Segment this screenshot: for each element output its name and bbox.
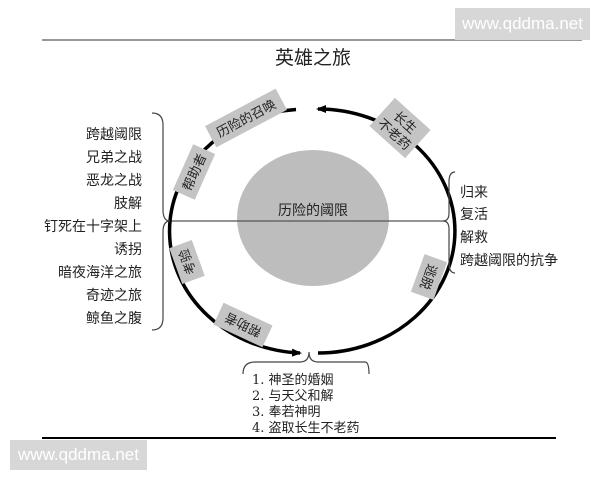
left-list-item: 奇迹之旅 [86, 287, 142, 304]
center-label: 历险的阈限 [278, 203, 348, 219]
right-list-item: 归来 [460, 184, 488, 201]
bottom-list: 1. 神圣的婚姻 2. 与天父和解 3. 奉若神明 4. 盗取长生不老药 [252, 372, 360, 436]
stage-trials: 考验 [169, 240, 205, 284]
left-list-item: 暗夜海洋之旅 [58, 265, 142, 281]
right-list-item: 跨越阈限的抗争 [460, 253, 558, 269]
bottom-brace [242, 351, 370, 375]
stage-flight: 逃脱 [410, 254, 448, 300]
right-list-item: 解救 [460, 230, 488, 246]
left-list-item: 兄弟之战 [86, 150, 142, 166]
bottom-list-item: 2. 与天父和解 [252, 389, 334, 404]
left-list-item: 跨越阈限 [86, 127, 142, 143]
left-list-item: 诱拐 [114, 242, 142, 258]
left-list-item: 恶龙之战 [86, 173, 142, 189]
bottom-list-item: 1. 神圣的婚姻 [252, 372, 334, 388]
right-brace [442, 171, 456, 274]
watermark-bottom: www.qddma.net [10, 440, 147, 470]
title: 英雄之旅 [275, 47, 351, 69]
bottom-list-item: 4. 盗取长生不老药 [252, 420, 360, 436]
left-brace [151, 112, 171, 331]
left-list: 跨越阈限 兄弟之战 恶龙之战 肢解 钉死在十字架上 诱拐 暗夜海洋之旅 奇迹之旅… [44, 127, 142, 327]
stage-helper-top: 帮助者 [172, 144, 216, 200]
left-list-item: 鲸鱼之腹 [86, 310, 142, 327]
watermark-top: www.qddma.net [455, 8, 590, 40]
left-list-item: 肢解 [114, 196, 142, 212]
bottom-list-item: 3. 奉若神明 [252, 404, 321, 420]
right-list-item: 复活 [460, 206, 488, 223]
stage-call: 历险的召唤 [205, 88, 287, 148]
threshold-disc [237, 150, 389, 286]
right-list: 归来 复活 解救 跨越阈限的抗争 [460, 184, 558, 269]
left-list-item: 钉死在十字架上 [44, 219, 142, 235]
